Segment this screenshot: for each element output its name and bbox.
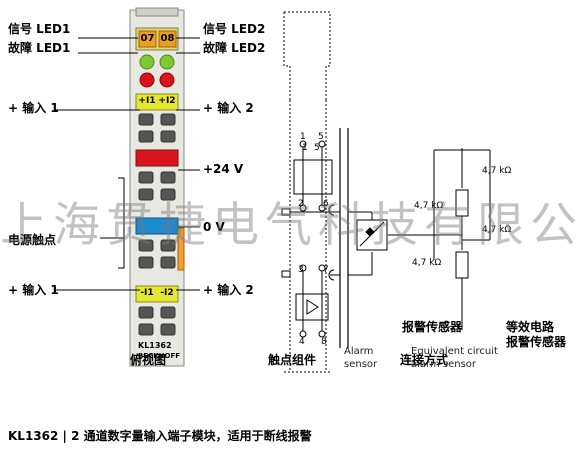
pin-7: 7 xyxy=(323,265,329,275)
equiv-circuit-cn-label-2: 报警传感器 xyxy=(506,335,567,349)
input1-bottom-label: + 输入 1 xyxy=(8,283,59,297)
resistor-label-mid: 4,7 kΩ xyxy=(482,225,512,235)
signal-led2-label: 信号 LED2 xyxy=(203,22,266,36)
plus24v-label: +24 V xyxy=(203,162,244,176)
connection-method-label: 连接方式 xyxy=(400,353,449,367)
pin-2: 2 xyxy=(298,199,304,209)
power-contacts-label: 电源触点 xyxy=(8,233,57,247)
input-label-strip-bottom xyxy=(135,285,179,303)
input-label-strip-top xyxy=(135,93,179,111)
zero-v-label: 0 V xyxy=(203,220,225,234)
bus-bars xyxy=(339,128,349,348)
terminal-module xyxy=(129,7,185,367)
green-led-1 xyxy=(139,54,155,70)
led-07-indicator xyxy=(138,30,157,48)
pin-5-top: 5 xyxy=(318,132,324,142)
input-plus-i2: +I2 xyxy=(158,96,176,106)
figure-caption: KL1362 | 2 通道数字量输入端子模块，适用于断线报警 xyxy=(8,429,312,443)
contact-assembly-label: 触点组件 xyxy=(268,353,317,367)
leader-lines xyxy=(54,37,200,291)
pin-6: 6 xyxy=(323,199,329,209)
green-led-2 xyxy=(159,54,175,70)
led-08-indicator xyxy=(158,30,177,48)
equiv-en-1: Equivalent circuit xyxy=(411,346,498,357)
resistor-label-bottom: 4,7 kΩ xyxy=(412,258,442,268)
module-brand: BECKHOFF xyxy=(138,352,181,360)
pin-1b: 1 xyxy=(302,143,308,153)
pin-5b: 5 xyxy=(314,143,320,153)
housing-outline xyxy=(283,11,331,373)
equiv-circuit-cn-label-1: 等效电路 xyxy=(506,320,555,334)
input-plus-i1: +I1 xyxy=(138,96,156,106)
pin-8: 8 xyxy=(321,337,327,347)
zero-v-block xyxy=(135,217,179,235)
alarm-sensor-en-2: sensor xyxy=(344,359,378,370)
schematic-contacts xyxy=(293,140,333,338)
pin-3: 3 xyxy=(298,265,304,275)
section-view-label: 俯视图 xyxy=(130,353,167,367)
red-led-2 xyxy=(159,72,175,88)
resistor-label-top-1: 4,7 kΩ xyxy=(482,166,512,176)
module-model: KL1362 xyxy=(138,341,172,350)
alarm-sensor-cn-label: 报警传感器 xyxy=(402,320,463,334)
side-clips xyxy=(281,204,335,281)
fault-led1-label: 故障 LED1 xyxy=(8,41,71,55)
plus24v-block xyxy=(135,149,179,167)
equiv-en-2: alarm sensor xyxy=(411,359,477,370)
signal-led1-label: 信号 LED1 xyxy=(8,22,71,36)
schematic-wires xyxy=(282,147,491,331)
resistor-label-top-2: 4,7 kΩ xyxy=(414,201,444,211)
pin-1-top: 1 xyxy=(300,132,306,142)
led-08-label: 08 xyxy=(160,33,175,44)
input-minus-i2: -I2 xyxy=(160,288,174,298)
alarm-sensor-en-1: Alarm xyxy=(344,346,374,357)
input1-top-label: + 输入 1 xyxy=(8,101,59,115)
led-07-label: 07 xyxy=(140,33,155,44)
input-minus-i1: -I1 xyxy=(140,288,154,298)
input2-top-label: + 输入 2 xyxy=(203,101,254,115)
input2-bottom-label: + 输入 2 xyxy=(203,283,254,297)
red-led-1 xyxy=(139,72,155,88)
fault-led2-label: 故障 LED2 xyxy=(203,41,266,55)
pin-4: 4 xyxy=(299,337,305,347)
